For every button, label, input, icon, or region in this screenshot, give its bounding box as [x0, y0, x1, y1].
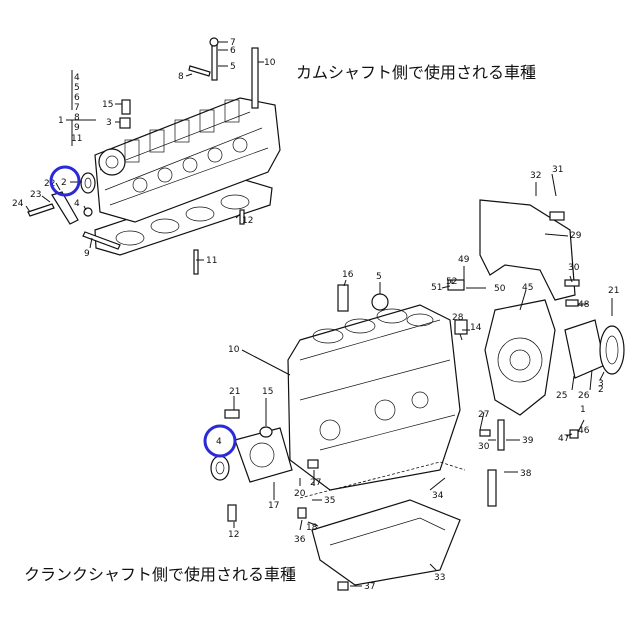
label-n6: 6 [230, 46, 236, 56]
label-n20: 20 [294, 489, 306, 499]
bracket-list-1: 5 [74, 83, 80, 93]
label-n33: 33 [434, 573, 445, 583]
label-n25: 25 [556, 391, 567, 401]
bracket-list-2: 6 [74, 93, 80, 103]
label-n8: 8 [178, 72, 184, 82]
cylinder-head [94, 97, 281, 223]
head-part-numbers: 7 6 5 10 8 15 3 1 4 5 6 7 8 9 11 2 22 23… [12, 38, 276, 266]
label-n2-head: 2 [61, 178, 67, 188]
label-n1: 1 [58, 116, 64, 126]
label-n21-left: 21 [229, 387, 240, 397]
label-n10-block: 10 [228, 345, 240, 355]
highlight-crankshaft-seal [203, 424, 237, 458]
label-n47: 47 [558, 434, 569, 444]
bracket-list-4: 8 [74, 113, 80, 123]
label-n18: 18 [306, 523, 318, 533]
label-n5: 5 [230, 62, 236, 72]
label-n21-right: 21 [608, 286, 619, 296]
label-n27-b: 27 [310, 478, 321, 488]
label-n22: 22 [44, 179, 55, 189]
label-n2-block: 2 [598, 385, 604, 395]
label-n49: 49 [458, 255, 470, 265]
camshaft-oil-seal [80, 172, 96, 194]
label-n24: 24 [12, 199, 24, 209]
label-n45: 45 [522, 283, 533, 293]
label-n31: 31 [552, 165, 563, 175]
label-n27: 27 [478, 410, 489, 420]
label-n23: 23 [30, 190, 41, 200]
label-n46: 46 [578, 426, 590, 436]
label-n50: 50 [494, 284, 506, 294]
label-n52: 52 [446, 277, 457, 287]
label-n48: 48 [578, 300, 590, 310]
label-n15-block: 15 [262, 387, 273, 397]
label-n28: 28 [452, 313, 464, 323]
cylinder-head-assembly [27, 37, 281, 275]
label-n4-head: 4 [74, 199, 80, 209]
label-n16: 16 [342, 270, 354, 280]
label-n29: 29 [570, 231, 582, 241]
label-n14: 14 [470, 323, 482, 333]
label-n7: 7 [230, 38, 236, 48]
label-n10: 10 [264, 58, 276, 68]
crankshaft-front-seal [210, 455, 230, 481]
label-n3-block: 3 [598, 379, 604, 389]
label-n4-block: 4 [216, 437, 222, 447]
label-n12-block: 12 [228, 530, 239, 540]
highlight-camshaft-seal [49, 165, 81, 197]
label-n12-head: 12 [242, 216, 253, 226]
label-n37: 37 [364, 582, 375, 592]
label-n36: 36 [294, 535, 306, 545]
label-n34: 34 [432, 491, 444, 501]
label-n1-block: 1 [580, 405, 586, 415]
block-part-numbers: 32 31 29 30 16 5 49 52 51 50 45 21 48 28… [216, 165, 619, 592]
label-n17: 17 [268, 501, 279, 511]
bracket-list-6: 11 [71, 134, 82, 144]
oil-pan [311, 499, 461, 586]
bracket-list-3: 7 [74, 103, 80, 113]
caption-camshaft: カムシャフト側で使用される車種 [296, 63, 536, 82]
head-leader-lines [25, 41, 264, 261]
label-n15: 15 [102, 100, 113, 110]
bracket-list-0: 4 [74, 73, 80, 83]
label-n9: 9 [84, 249, 90, 259]
label-n3: 3 [106, 118, 112, 128]
block-leader-lines [233, 173, 613, 587]
bracket-list-5: 9 [74, 123, 80, 133]
label-n38: 38 [520, 469, 532, 479]
label-n30-b: 30 [478, 442, 490, 452]
label-n35: 35 [324, 496, 335, 506]
label-n11-head: 11 [206, 256, 217, 266]
crankshaft-rear-seal [599, 325, 625, 375]
label-n26: 26 [578, 391, 590, 401]
label-n32: 32 [530, 171, 541, 181]
label-n51: 51 [431, 283, 442, 293]
label-n39: 39 [522, 436, 534, 446]
label-n5-block: 5 [376, 272, 382, 282]
rear-seal-housing [484, 299, 556, 416]
caption-crankshaft: クランクシャフト側で使用される車種 [24, 565, 296, 584]
label-n30: 30 [568, 263, 580, 273]
